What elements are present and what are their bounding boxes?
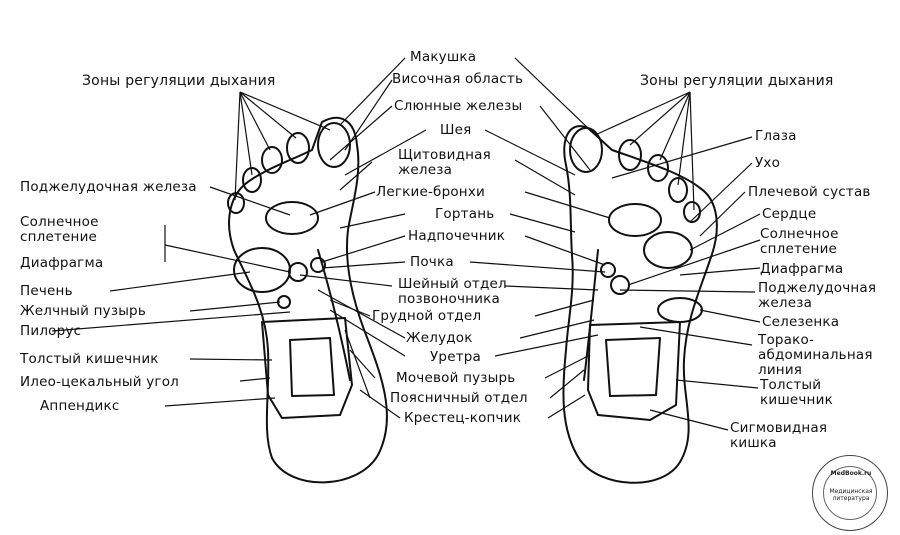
right-intestine-zone	[587, 321, 681, 421]
label-grudnoy: Грудной отдел	[372, 308, 482, 324]
label-slyunnye: Слюнные железы	[394, 98, 523, 114]
label-sheyny: Шейный отдел позвоночника	[398, 276, 507, 307]
left-kidney	[310, 257, 326, 273]
label-tolsty-right: Толстый кишечник	[760, 377, 833, 408]
label-makushka: Макушка	[410, 49, 477, 65]
ptr-uretra-r	[494, 334, 599, 357]
left-toe-3	[261, 146, 283, 174]
ptr-sheya-r	[484, 129, 576, 176]
label-pochka: Почка	[410, 254, 454, 270]
label-solnechnoe-right: Солнечное сплетение	[760, 226, 839, 257]
ptr-nadpo-r	[524, 235, 606, 266]
label-shchitovidnaya: Щитовидная железа	[398, 147, 491, 178]
right-toe-5	[683, 201, 701, 223]
right-toe-4	[668, 177, 688, 203]
right-kidney	[600, 262, 616, 278]
label-pechen: Печень	[20, 283, 73, 299]
ptr-krestets	[359, 389, 401, 419]
right-foot-outline	[562, 125, 718, 484]
label-ileo: Илео-цекальный угол	[20, 374, 179, 390]
label-podzheludochnaya-left: Поджелудочная железа	[20, 179, 197, 195]
label-sheya: Шея	[440, 122, 472, 138]
right-toe-2	[618, 139, 642, 171]
label-sigmovidnaya: Сигмовидная кишка	[730, 420, 828, 451]
right-toe-3	[647, 154, 669, 182]
right-solar-plexus	[610, 275, 630, 295]
ptr-legkie	[309, 191, 376, 216]
ptr-grudnoy-r	[534, 299, 595, 317]
left-toe-5	[227, 192, 245, 214]
right-intestine-inner	[605, 337, 661, 397]
label-plechevoy: Плечевой сустав	[748, 184, 871, 200]
respiratory-zones-left-title: Зоны регуляции дыхания	[82, 73, 276, 89]
ptr-sheya	[344, 129, 427, 176]
watermark-line2: Медицинская литература	[829, 488, 873, 502]
left-intestine-inner	[289, 337, 335, 397]
left-toe-1	[317, 122, 351, 168]
left-toe-2	[286, 132, 310, 164]
label-gortan: Гортань	[435, 206, 495, 222]
left-lung-zone	[265, 201, 319, 235]
ptr-sheyny-r	[504, 285, 599, 291]
ptr-slyunnye-r	[539, 105, 591, 171]
label-podzheludochnaya-right: Поджелудочная железа	[758, 280, 877, 311]
ptr-visochnaya	[344, 79, 393, 151]
ptr-gortan	[339, 213, 406, 229]
ptr-makushka-r	[514, 57, 591, 131]
ptr-legkie-r	[524, 191, 611, 219]
left-solar-plexus	[288, 262, 308, 282]
ptr-zheludok	[317, 289, 406, 339]
right-spine-line	[583, 249, 599, 381]
ptr-gortan-r	[509, 213, 576, 233]
label-tolsty-left: Толстый кишечник	[20, 351, 159, 367]
ptr-slyunnye	[329, 105, 393, 161]
label-zheludok: Желудок	[406, 330, 473, 346]
label-glaza: Глаза	[755, 128, 797, 144]
right-spleen-zone	[657, 297, 703, 323]
label-zhelchny: Желчный пузырь	[20, 303, 146, 319]
ptr-poyas	[344, 329, 371, 399]
ptr-pochka	[321, 261, 406, 269]
ptr-poyas-r	[549, 369, 585, 399]
ptr-krestets-r	[547, 394, 586, 419]
ptr-pochka-r	[469, 261, 606, 273]
left-foot-outline	[228, 116, 388, 484]
right-toe-1	[569, 127, 603, 173]
ptr-sheyny	[299, 274, 393, 287]
right-heart-zone	[643, 231, 693, 269]
label-nadpochechnik: Надпочечник	[408, 228, 506, 244]
ptr-shchito	[339, 161, 373, 191]
label-serdtse: Сердце	[762, 206, 817, 222]
label-mochevoy: Мочевой пузырь	[396, 370, 516, 386]
label-diafragma-right: Диафрагма	[760, 261, 844, 277]
watermark-line1: MedBook.ru	[830, 470, 872, 477]
ptr-makushka	[339, 57, 406, 126]
medbook-watermark-stamp: MedBook.ru Медицинская литература	[812, 455, 888, 531]
ptr-zheludok-r	[519, 319, 595, 339]
right-lung-zone	[608, 203, 662, 237]
left-intestine-zone	[261, 317, 353, 419]
label-legkie: Легкие-бронхи	[376, 184, 485, 200]
label-pilor: Пилоруc	[20, 323, 82, 339]
label-krestets: Крестец-копчик	[404, 410, 522, 426]
ptr-mochevoy-r	[544, 354, 591, 379]
label-selezenka: Селезенка	[762, 314, 840, 330]
label-torako: Торако-абдоминальная линия	[758, 332, 873, 378]
respiratory-zones-right-title: Зоны регуляции дыхания	[640, 73, 834, 89]
label-uretra: Уретра	[430, 349, 482, 365]
label-appendiks: Аппендикс	[40, 398, 120, 414]
label-poyasnichny: Поясничный отдел	[390, 390, 528, 406]
left-toe-4	[242, 167, 262, 193]
ptr-uretra	[329, 309, 406, 357]
label-visochnaya: Височная область	[392, 71, 524, 87]
ptr-nadpo	[321, 235, 406, 263]
left-spine-line	[317, 249, 351, 381]
label-ukho: Ухо	[755, 155, 781, 171]
label-diafragma-left: Диафрагма	[20, 255, 104, 271]
ptr-shchito-r	[514, 159, 576, 196]
label-solnechnoe-left: Солнечное сплетение	[20, 214, 99, 245]
